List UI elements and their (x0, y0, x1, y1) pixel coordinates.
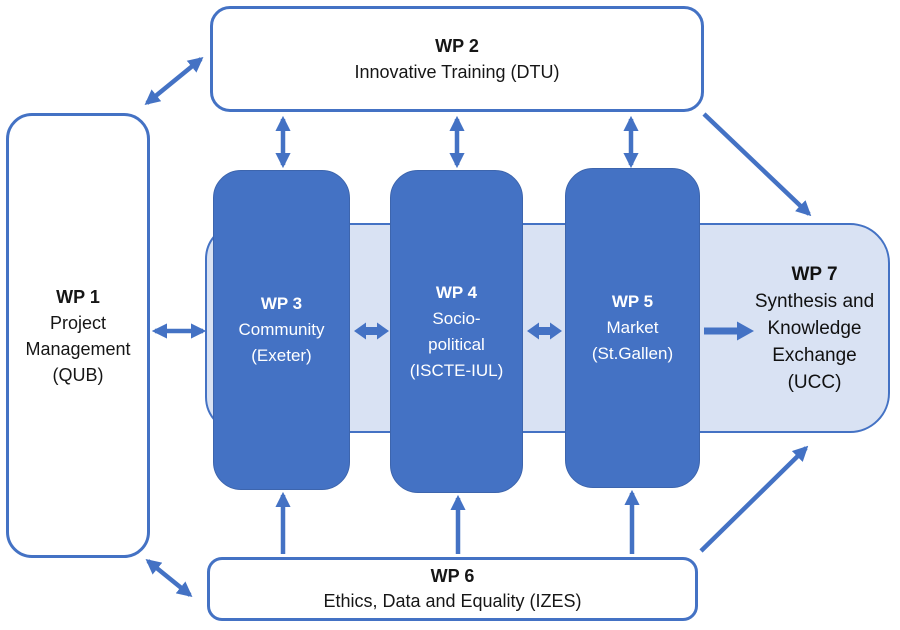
node-wp7: WP 7 Synthesis and Knowledge Exchange (U… (722, 225, 900, 431)
node-wp3-line: Community (238, 320, 325, 339)
node-wp2-title: WP 2 (435, 36, 479, 56)
arrow-wp2-wp7 (702, 112, 812, 217)
node-wp4-line: Socio- (432, 308, 481, 328)
node-wp6-line: Ethics, Data and Equality (IZES) (323, 591, 582, 611)
node-wp3-line: (Exeter) (251, 346, 312, 365)
node-wp5-line: Market (606, 318, 659, 337)
node-wp7-title: WP 7 (791, 263, 838, 285)
node-wp1-line: Project (49, 312, 107, 333)
node-wp2: WP 2 Innovative Training (DTU) (210, 6, 704, 112)
node-wp1: WP 1 Project Management (QUB) (6, 113, 150, 558)
node-wp4-line: political (428, 334, 485, 354)
node-wp1-title: WP 1 (56, 286, 100, 307)
node-wp1-line: (QUB) (52, 364, 104, 385)
node-wp7-line: (UCC) (787, 371, 842, 393)
node-wp3-title: WP 3 (260, 294, 303, 313)
node-wp6-title: WP 6 (430, 566, 475, 586)
arrow-wp6-wp7 (699, 445, 809, 553)
node-wp6: WP 6 Ethics, Data and Equality (IZES) (207, 557, 698, 621)
node-wp7-line: Exchange (772, 344, 857, 366)
node-wp5-line: (St.Gallen) (591, 344, 674, 363)
arrow-wp1-wp6 (145, 559, 193, 597)
node-wp4-line: (ISCTE-IUL) (409, 360, 504, 380)
node-wp4: WP 4 Socio- political (ISCTE-IUL) (390, 170, 523, 493)
node-wp7-line: Synthesis and (754, 290, 875, 312)
node-wp7-line: Knowledge (767, 317, 862, 339)
node-wp5: WP 5 Market (St.Gallen) (565, 168, 700, 488)
node-wp4-title: WP 4 (435, 282, 478, 302)
arrow-wp1-wp2 (144, 57, 204, 105)
node-wp5-title: WP 5 (611, 292, 654, 311)
node-wp2-line: Innovative Training (DTU) (354, 62, 560, 82)
node-wp1-line: Management (25, 338, 131, 359)
node-wp3: WP 3 Community (Exeter) (213, 170, 350, 490)
